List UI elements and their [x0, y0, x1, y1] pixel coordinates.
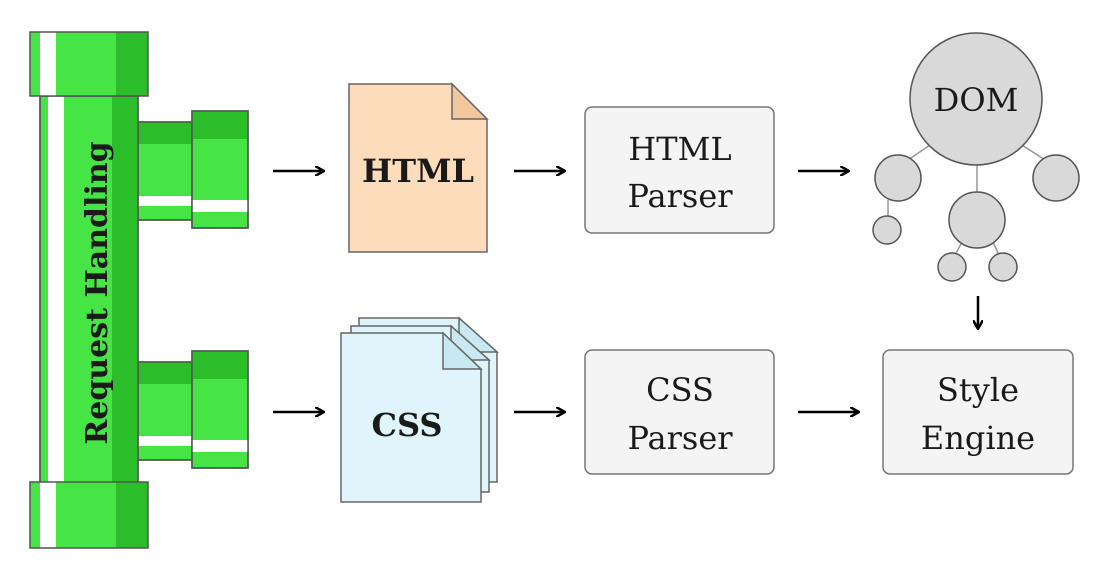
css-parser-box: CSS Parser: [584, 349, 775, 475]
dom-node: [937, 252, 967, 282]
dom-node: [988, 252, 1018, 282]
dom-label: DOM: [934, 81, 1019, 119]
dom-node: [948, 191, 1006, 249]
dom-root-node: [909, 32, 1043, 166]
flow-arrows: [273, 171, 978, 412]
style-engine-line2: Engine: [921, 419, 1035, 457]
css-document-stack-icon: CSS: [340, 316, 499, 503]
pipe-label: Request Handling: [80, 141, 115, 444]
dom-node: [1032, 154, 1080, 202]
css-parser-line2: Parser: [627, 419, 733, 457]
request-handling-pipe: Request Handling: [29, 31, 249, 549]
pipe-cap-top: [29, 31, 149, 97]
html-document-icon: HTML: [348, 82, 489, 253]
dom-tree: DOM: [872, 32, 1080, 282]
style-engine-box: Style Engine: [882, 349, 1074, 475]
html-parser-line2: Parser: [627, 177, 733, 215]
html-document-label: HTML: [362, 152, 474, 190]
html-parser-line1: HTML: [628, 130, 731, 168]
dom-node: [872, 215, 902, 245]
pipe-branch-top: [129, 110, 249, 229]
css-document-label: CSS: [372, 406, 443, 444]
pipe-main-body: [39, 95, 139, 485]
style-engine-line1: Style: [937, 371, 1019, 409]
pipe-branch-bottom: [129, 350, 249, 469]
html-parser-box: HTML Parser: [584, 106, 775, 234]
dom-node: [874, 154, 922, 202]
css-parser-line1: CSS: [646, 371, 714, 409]
pipe-cap-bottom: [29, 481, 149, 549]
